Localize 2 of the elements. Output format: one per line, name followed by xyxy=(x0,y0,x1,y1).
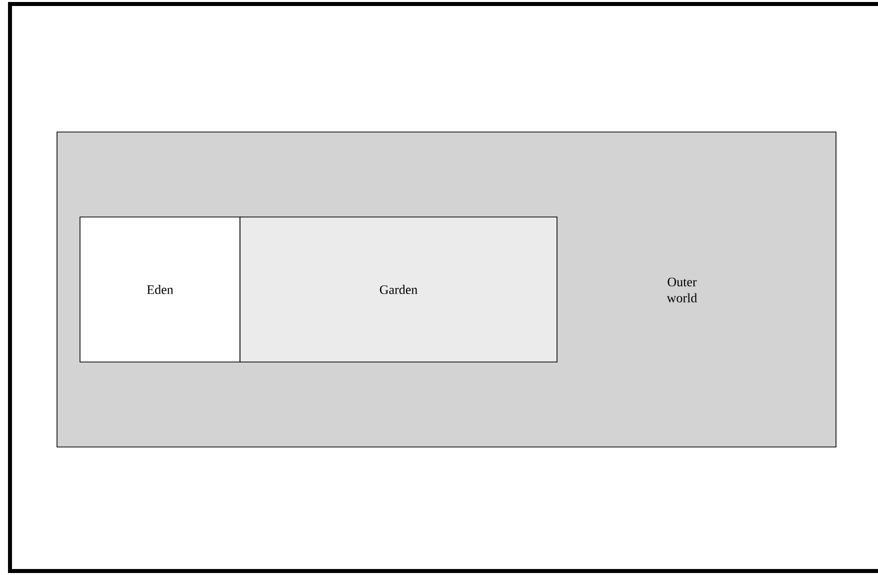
region-box: Garden xyxy=(240,216,558,362)
region-box: Eden xyxy=(80,216,240,362)
